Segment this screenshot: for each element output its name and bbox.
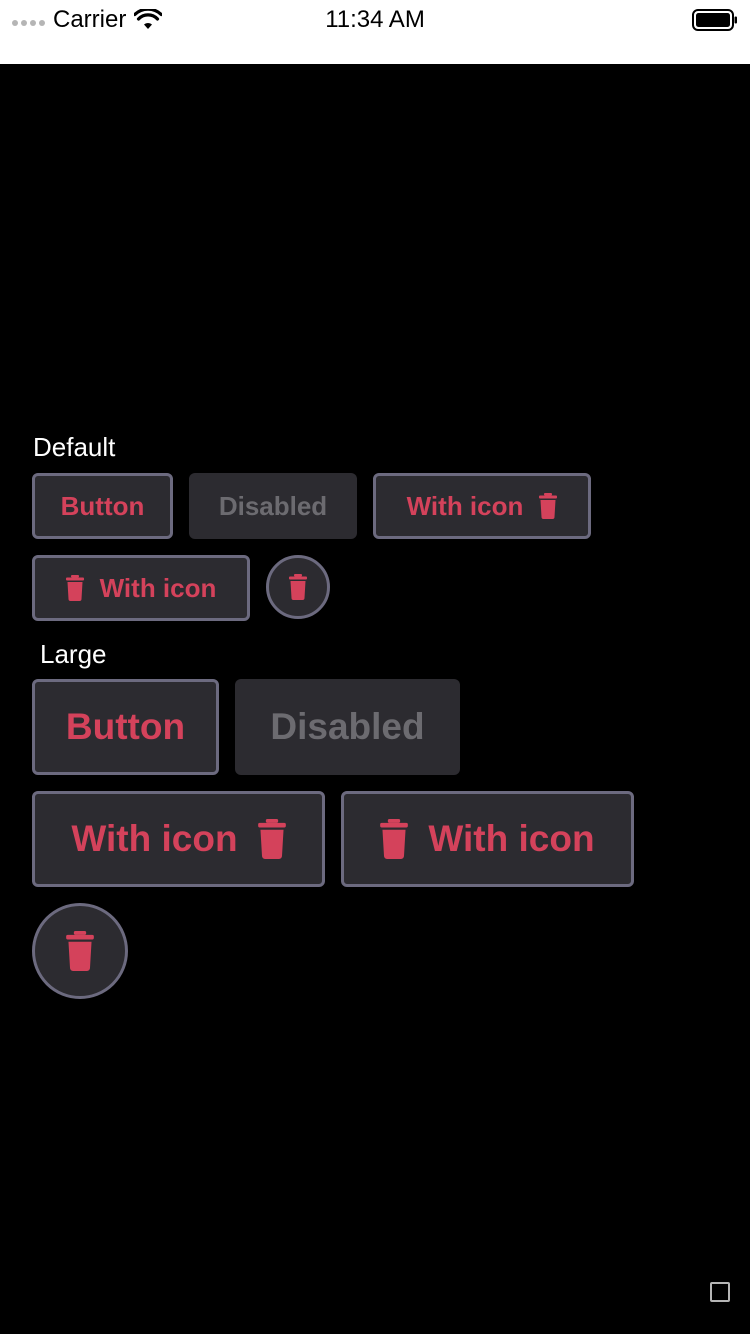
- large-disabled-button: Disabled: [235, 679, 460, 775]
- status-bar: Carrier 11:34 AM: [0, 0, 750, 64]
- trash-icon: [65, 575, 84, 601]
- trash-icon: [66, 931, 94, 971]
- large-disabled-button-label: Disabled: [270, 706, 425, 747]
- trash-icon: [380, 819, 409, 859]
- default-button-label: Button: [60, 490, 145, 521]
- large-with-icon-right-label: With icon: [71, 818, 238, 859]
- battery-icon: [692, 9, 737, 31]
- default-with-icon-right-button[interactable]: With icon: [373, 473, 591, 539]
- wifi-icon: [134, 9, 163, 29]
- carrier-name: Carrier: [53, 6, 127, 33]
- default-with-icon-left-button[interactable]: With icon: [32, 555, 250, 621]
- large-icon-only-button[interactable]: [32, 903, 128, 999]
- default-disabled-button: Disabled: [189, 473, 357, 539]
- large-with-icon-left-button[interactable]: With icon: [341, 791, 634, 887]
- status-bar-left: Carrier: [12, 6, 163, 34]
- trash-icon: [257, 819, 286, 859]
- section-label-large: Large: [40, 639, 107, 669]
- default-with-icon-left-label: With icon: [99, 572, 217, 603]
- default-icon-only-button[interactable]: [266, 555, 330, 619]
- status-bar-time: 11:34 AM: [325, 6, 425, 33]
- signal-strength-icon: [12, 20, 45, 26]
- large-button-label: Button: [65, 706, 186, 747]
- trash-icon: [539, 493, 558, 519]
- default-with-icon-right-label: With icon: [406, 490, 524, 521]
- large-with-icon-left-label: With icon: [428, 818, 595, 859]
- trash-icon: [289, 574, 307, 600]
- large-with-icon-right-button[interactable]: With icon: [32, 791, 325, 887]
- large-button[interactable]: Button: [32, 679, 219, 775]
- section-label-default: Default: [33, 432, 116, 462]
- default-disabled-button-label: Disabled: [218, 490, 328, 521]
- square-icon: [710, 1282, 730, 1302]
- default-button[interactable]: Button: [32, 473, 173, 539]
